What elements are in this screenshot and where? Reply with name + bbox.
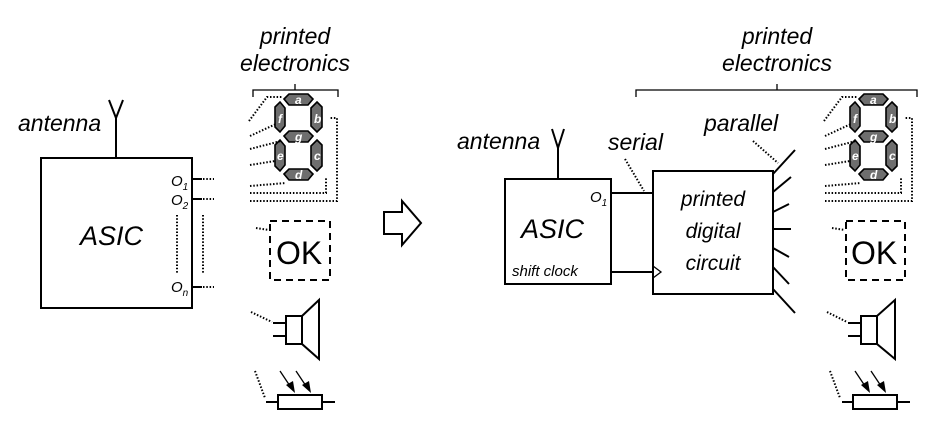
svg-text:O2: O2 [171, 192, 189, 212]
clock-input-triangle [652, 265, 663, 279]
seven-segment-display-icon: a b c d e f g [274, 93, 323, 182]
seven-segment-display-icon: a b c d e f g [849, 93, 898, 182]
svg-text:g: g [294, 130, 303, 144]
display-wiring [248, 96, 338, 202]
parallel-pointer [752, 140, 779, 164]
ok-label: OK [276, 235, 322, 271]
photoresistor-icon [254, 370, 335, 410]
svg-text:g: g [869, 130, 878, 144]
segment-b [310, 100, 323, 134]
segment-f [849, 100, 861, 134]
svg-text:b: b [314, 112, 321, 126]
printed-electronics-bracket [635, 84, 918, 97]
asic-label: ASIC [78, 221, 144, 251]
antenna-icon [108, 99, 124, 158]
segment-c [885, 138, 898, 173]
speaker-icon [250, 297, 320, 362]
antenna-label: antenna [18, 110, 101, 136]
printed-digital-circuit-block [652, 170, 774, 295]
parallel-label: parallel [703, 110, 779, 136]
segment-e [849, 138, 861, 173]
svg-text:On: On [171, 279, 189, 299]
segment-c [310, 138, 323, 173]
right-panel: antenna O1 ASIC shift clock serial print… [457, 23, 918, 410]
svg-text:c: c [889, 149, 896, 163]
asic-block [504, 178, 612, 285]
svg-text:f: f [853, 112, 858, 126]
output-o1: O1 [171, 173, 214, 193]
ok-indicator: OK [255, 220, 331, 281]
shift-clock-label: shift clock [512, 263, 579, 280]
ok-label: OK [851, 235, 897, 271]
svg-text:d: d [870, 168, 878, 182]
svg-text:a: a [295, 93, 302, 107]
serial-pointer [624, 158, 645, 192]
printed-electronics-bracket [252, 84, 339, 97]
svg-text:f: f [278, 112, 283, 126]
svg-text:e: e [852, 149, 859, 163]
display-wiring [823, 96, 913, 202]
printed-electronics-title-line1: printed [259, 23, 332, 49]
segment-g [857, 130, 890, 143]
output-o1: O1 [590, 189, 607, 209]
output-on: On [171, 279, 214, 299]
svg-text:e: e [277, 149, 284, 163]
asic-label: ASIC [519, 214, 585, 244]
segment-a [282, 93, 315, 106]
svg-text:c: c [314, 149, 321, 163]
circuit-label-line1: printed [680, 188, 747, 211]
segment-d [857, 168, 890, 181]
svg-text:b: b [889, 112, 896, 126]
printed-electronics-title-line1: printed [741, 23, 814, 49]
svg-text:O1: O1 [171, 173, 188, 193]
printed-electronics-title-line2: electronics [722, 50, 832, 76]
segment-f [274, 100, 286, 134]
speaker-icon [826, 297, 896, 362]
antenna-icon [551, 128, 565, 179]
left-panel: antenna ASIC O1 O2 On printed electronic… [18, 23, 350, 410]
ok-indicator: OK [831, 220, 906, 281]
segment-a [857, 93, 890, 106]
serial-label: serial [608, 129, 664, 155]
asic-block [40, 157, 193, 309]
segment-e [274, 138, 286, 173]
segment-g [282, 130, 315, 143]
photoresistor-icon [829, 370, 910, 410]
svg-text:a: a [870, 93, 877, 107]
output-o2: O2 [171, 192, 214, 212]
right-arrow-icon [383, 198, 423, 248]
antenna-label: antenna [457, 128, 540, 154]
svg-text:d: d [295, 168, 303, 182]
segment-d [282, 168, 315, 181]
parallel-outputs [772, 149, 796, 314]
segment-b [885, 100, 898, 134]
printed-electronics-title-line2: electronics [240, 50, 350, 76]
circuit-label-line2: digital [686, 220, 742, 243]
circuit-label-line3: circuit [686, 252, 742, 275]
